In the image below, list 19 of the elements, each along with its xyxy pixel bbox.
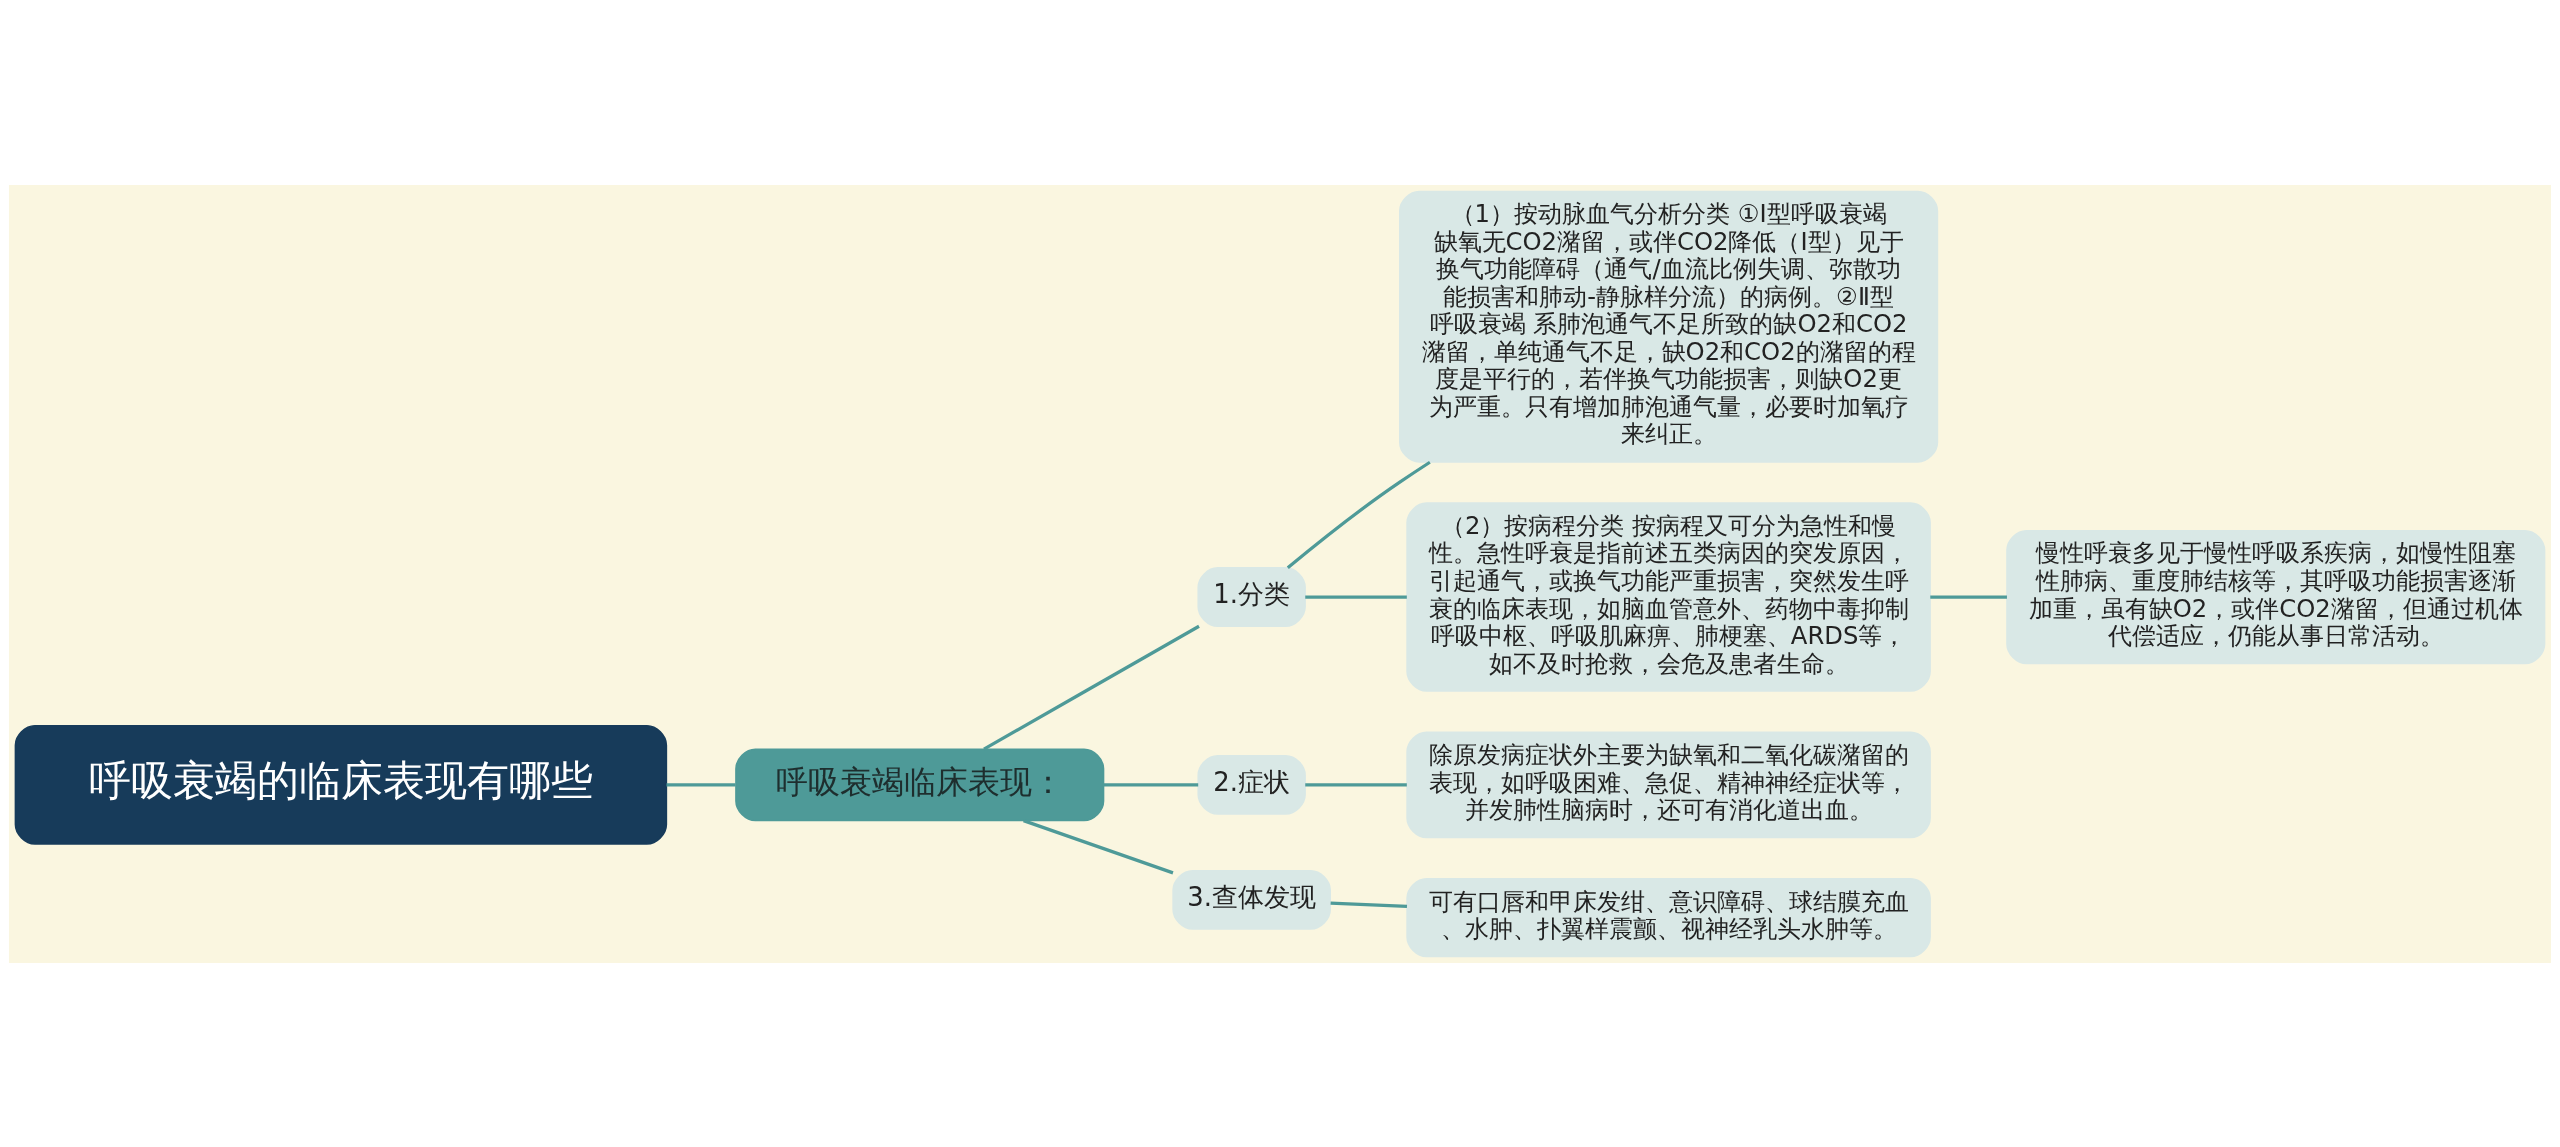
connector bbox=[666, 782, 736, 786]
connector bbox=[1305, 782, 1407, 786]
node-box: 慢性呼衰多见于慢性呼吸系疾病，如慢性阻塞性肺病、重度肺结核等，其呼吸功能损害逐渐加重，虽有缺O2，或伴CO2潴留，但通过机体代偿适应，仍能从事日常活动。 bbox=[2006, 529, 2546, 664]
connector bbox=[1286, 460, 1431, 569]
connector bbox=[1103, 782, 1199, 786]
node-box: 可有口唇和甲床发绀、意识障碍、球结膜充血、水肿、扑翼样震颤、视神经乳头水肿等。 bbox=[1406, 877, 1931, 957]
connector bbox=[1930, 594, 2007, 599]
node-box: 1.分类 bbox=[1197, 566, 1306, 627]
connector bbox=[983, 624, 1200, 751]
node-box: 除原发病症状外主要为缺氧和二氧化碳潴留的表现，如呼吸困难、急促、精神神经症状等，并发肺性脑病时，还可有消化道出血。 bbox=[1406, 730, 1931, 838]
connector bbox=[1305, 594, 1407, 599]
connector bbox=[1023, 818, 1174, 874]
node-box: 呼吸衰竭的临床表现有哪些 bbox=[14, 724, 668, 845]
connector bbox=[1330, 901, 1408, 908]
node-box: （2）按病程分类 按病程又可分为急性和慢性。急性呼衰是指前述五类病因的突发原因，引起通气，或换气功能严重损害，突然发生呼衰的临床表现，如脑血管意外、药物中毒抑制呼吸中枢、呼吸肌麻痹、肺梗塞、ARDS等，如不及时抢救，会危及患者生命。 bbox=[1406, 501, 1931, 692]
node-box: 呼吸衰竭临床表现： bbox=[735, 747, 1105, 821]
node-box: （1）按动脉血气分析分类 ①Ⅰ型呼吸衰竭缺氧无CO2潴留，或伴CO2降低（Ⅰ型）见于换气功能障碍（通气/血流比例失调、弥散功能损害和肺动-静脉样分流）的病例。②Ⅱ型呼吸衰竭 系肺泡通气不足所致的缺O2和CO2潴留，单纯通气不足，缺O2和CO2的潴留的程度是平行的，若伴换气功能损害，则缺O2更为严重。只有增加肺泡通气量，必要时加氧疗来纠正。 bbox=[1399, 190, 1939, 463]
node-box: 2.症状 bbox=[1197, 754, 1306, 815]
node-box: 3.查体发现 bbox=[1172, 869, 1331, 930]
